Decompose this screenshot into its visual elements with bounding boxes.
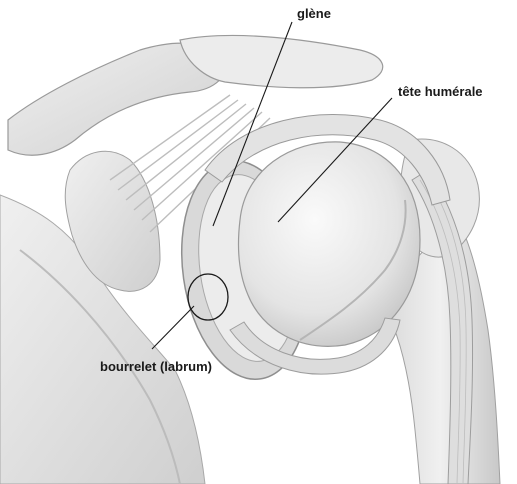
humeral-head — [239, 142, 420, 346]
glene-label: glène — [297, 6, 331, 21]
bourrelet-leader-line — [152, 306, 194, 349]
bourrelet-label: bourrelet (labrum) — [100, 359, 212, 374]
tete-humerale-label: tête humérale — [398, 84, 483, 99]
